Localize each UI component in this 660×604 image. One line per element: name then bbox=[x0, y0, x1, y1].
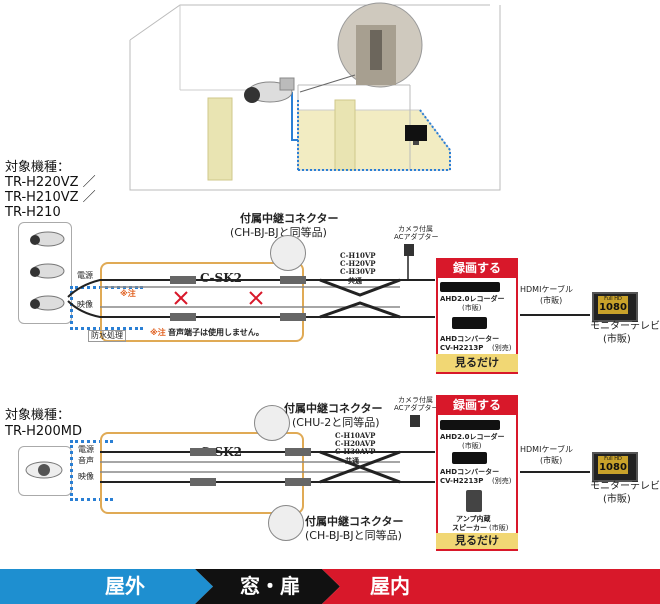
section2-connector-top-title: 付属中継コネクター bbox=[284, 402, 383, 415]
section1-cable-2: C-H20VP bbox=[340, 259, 376, 268]
section2-converter-sub: (別売) bbox=[492, 477, 512, 485]
section1-connector-box bbox=[100, 262, 304, 342]
section2-hdmi-1: HDMIケーブル bbox=[520, 445, 573, 454]
section2-converter-label: AHDコンバーター bbox=[440, 468, 500, 476]
section2-view-footer: 見るだけ bbox=[436, 533, 518, 549]
section2-power-label: 電源 bbox=[78, 445, 94, 454]
section2-audio-label: 音声 bbox=[78, 456, 94, 465]
section1-adapter-icon bbox=[404, 244, 414, 256]
section2-converter-model: CV-H2213P bbox=[440, 477, 484, 485]
section2-video-label: 映像 bbox=[78, 472, 94, 481]
section1-connector-sub: (CH-BJ-BJと同等品) bbox=[230, 226, 327, 239]
section2-cable-2: C-H20AVP bbox=[335, 439, 376, 448]
section2-adapter-2: ACアダプター bbox=[394, 404, 439, 412]
section1-cable-1: C-H10VP bbox=[340, 251, 376, 260]
section1-waterproof-label: 防水処理 bbox=[88, 330, 126, 342]
section1-x-mark-2 bbox=[249, 291, 263, 305]
indoor-label: 屋内 bbox=[370, 574, 410, 598]
section1-model-3: TR-H210 bbox=[5, 205, 61, 220]
section1-video-label: 映像 bbox=[77, 300, 93, 309]
section2-speaker-sub: (市販) bbox=[489, 524, 509, 532]
section1-hdmi-cable bbox=[520, 314, 590, 316]
section2-converter-icon bbox=[452, 452, 487, 464]
section1-note-text: 音声端子は使用しません。 bbox=[168, 328, 264, 337]
section1-adapter-1: カメラ付属 bbox=[398, 225, 433, 233]
section2-connector-top-sub: (CHU-2と同等品) bbox=[292, 416, 380, 429]
section2-waterproof-area bbox=[70, 440, 113, 501]
section1-converter-model: CV-H2213P bbox=[440, 344, 484, 352]
section2-connector-bot-title: 付属中継コネクター bbox=[305, 515, 404, 528]
section2-connector-box bbox=[100, 432, 304, 514]
section1-adapter-2: ACアダプター bbox=[394, 233, 439, 241]
section1-converter-label: AHDコンバーター bbox=[440, 335, 500, 343]
section2-speaker-1: アンプ内蔵 bbox=[456, 515, 491, 523]
section2-model-1: TR-H200MD bbox=[5, 424, 82, 439]
camera-icon bbox=[244, 77, 295, 103]
section1-fullhd-badge: Full HD 1080 bbox=[598, 296, 628, 314]
section2-monitor-1: モニターテレビ bbox=[590, 481, 660, 492]
section2-cable-3: C-H30AVP bbox=[335, 447, 376, 456]
section2-monitor-2: (市販) bbox=[603, 494, 631, 505]
section1-note-mark-2: ※注 bbox=[150, 328, 166, 337]
section1-connector-title: 付属中継コネクター bbox=[240, 212, 339, 225]
window-door-label: 窓・扉 bbox=[240, 574, 300, 598]
section2-connector-bot-magnifier bbox=[268, 505, 304, 541]
house-illustration bbox=[129, 2, 501, 191]
section2-hdmi-2: (市販) bbox=[540, 456, 563, 465]
section1-x-mark-1 bbox=[174, 291, 188, 305]
section1-connector-magnifier bbox=[270, 235, 306, 271]
section2-wiring bbox=[100, 448, 435, 486]
section2-cable-4: 共通 bbox=[345, 456, 359, 465]
section1-hdmi-2: (市販) bbox=[540, 296, 563, 305]
section1-converter-sub: (別売) bbox=[492, 344, 512, 352]
section2-recorder-icon bbox=[440, 420, 500, 430]
section1-recorder-icon bbox=[440, 282, 500, 292]
outdoor-label: 屋外 bbox=[105, 574, 145, 598]
section1-view-footer: 見るだけ bbox=[436, 354, 518, 372]
section1-wiring bbox=[67, 255, 435, 321]
location-bar-shapes bbox=[0, 569, 660, 604]
section1-fullhd-text: Full HD bbox=[604, 296, 622, 302]
section2-fullhd-num: 1080 bbox=[599, 462, 627, 473]
section1-record-header: 録画する bbox=[436, 258, 518, 278]
section1-hdmi-1: HDMIケーブル bbox=[520, 285, 573, 294]
section2-connector-top-magnifier bbox=[254, 405, 290, 441]
section2-fullhd-badge: Full HD 1080 bbox=[598, 456, 628, 474]
section2-fullhd-text: Full HD bbox=[604, 456, 622, 462]
section1-monitor-1: モニターテレビ bbox=[590, 321, 660, 332]
section1-cable-3: C-H30VP bbox=[340, 267, 376, 276]
section1-model-1: TR-H220VZ ／ bbox=[5, 175, 96, 190]
speaker-icon bbox=[466, 490, 482, 512]
section2-recorder-sub: (市販) bbox=[462, 442, 482, 450]
section1-fullhd-num: 1080 bbox=[599, 302, 627, 313]
section1-models-title: 対象機種： bbox=[5, 160, 71, 175]
section2-models-title: 対象機種： bbox=[5, 408, 71, 423]
section1-recorder-sub: (市販) bbox=[462, 304, 482, 312]
section1-power-label: 電源 bbox=[77, 271, 93, 280]
section1-model-2: TR-H210VZ ／ bbox=[5, 190, 96, 205]
section1-note-mark: ※注 bbox=[120, 289, 136, 298]
location-bar: 屋外 窓・扉 屋内 bbox=[0, 569, 660, 604]
section2-adapter-icon bbox=[410, 415, 420, 427]
dome-camera-icon bbox=[25, 461, 63, 479]
section2-adapter-1: カメラ付属 bbox=[398, 396, 433, 404]
section1-sk2-label: C-SK2 bbox=[200, 271, 242, 285]
section1-converter-icon bbox=[452, 317, 487, 329]
section1-cable-4: 共通 bbox=[348, 276, 362, 285]
section1-monitor-2: (市販) bbox=[603, 334, 631, 345]
section2-record-header: 録画する bbox=[436, 395, 518, 415]
section1-recorder-label: AHD2.0レコーダー bbox=[440, 295, 505, 303]
section2-hdmi-cable bbox=[520, 471, 590, 473]
section2-connector-bot-sub: (CH-BJ-BJと同等品) bbox=[305, 529, 402, 542]
section2-recorder-label: AHD2.0レコーダー bbox=[440, 433, 505, 441]
section2-speaker-2: スピーカー bbox=[452, 524, 487, 532]
section1-cameras-icon bbox=[30, 231, 65, 311]
section2-cable-1: C-H10AVP bbox=[335, 431, 376, 440]
